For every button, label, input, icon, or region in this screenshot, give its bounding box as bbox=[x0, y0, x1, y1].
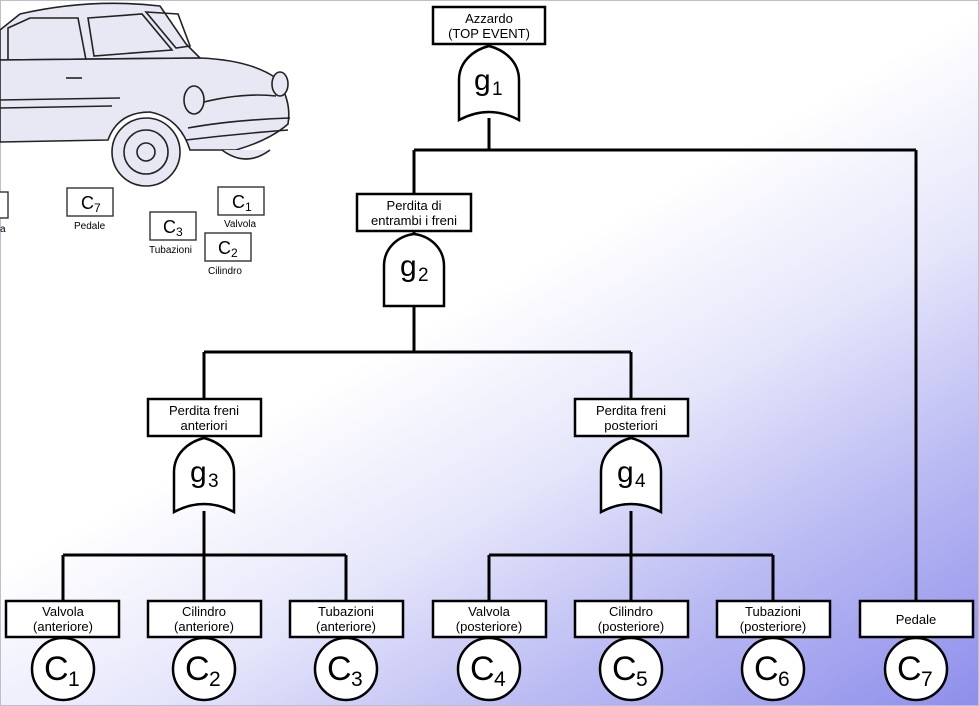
svg-text:2: 2 bbox=[231, 246, 238, 260]
svg-text:C: C bbox=[470, 650, 495, 688]
svg-text:Valvola: Valvola bbox=[468, 604, 510, 619]
svg-text:C: C bbox=[897, 650, 922, 688]
svg-text:C: C bbox=[232, 192, 245, 212]
svg-text:C: C bbox=[81, 193, 94, 213]
svg-text:Perdita di: Perdita di bbox=[387, 198, 442, 213]
svg-text:C: C bbox=[163, 217, 176, 237]
svg-text:7: 7 bbox=[921, 668, 933, 691]
svg-text:Azzardo: Azzardo bbox=[465, 11, 513, 26]
car-illustration bbox=[0, 2, 291, 187]
svg-text:a: a bbox=[0, 224, 6, 235]
basic-event-c2: Cilindro (anteriore) C 2 bbox=[146, 599, 263, 702]
svg-text:Pedale: Pedale bbox=[896, 612, 936, 627]
basic-event-c1: Valvola (anteriore) C 1 bbox=[4, 599, 121, 702]
event-both-brakes-box: Perdita di entrambi i freni bbox=[355, 192, 473, 233]
svg-text:1: 1 bbox=[245, 200, 252, 214]
svg-text:C: C bbox=[612, 650, 637, 688]
basic-event-c7: Pedale C 7 bbox=[858, 599, 975, 702]
svg-text:Valvola: Valvola bbox=[42, 604, 84, 619]
svg-text:Tubazioni: Tubazioni bbox=[318, 604, 374, 619]
svg-text:Cilindro: Cilindro bbox=[609, 604, 653, 619]
svg-text:Valvola: Valvola bbox=[224, 219, 256, 230]
svg-text:2: 2 bbox=[209, 668, 221, 691]
svg-text:g: g bbox=[474, 64, 491, 97]
svg-text:g: g bbox=[400, 250, 417, 283]
svg-text:(posteriore): (posteriore) bbox=[740, 619, 806, 634]
svg-text:(TOP EVENT): (TOP EVENT) bbox=[448, 26, 530, 41]
top-event-box: Azzardo (TOP EVENT) bbox=[431, 5, 547, 46]
svg-text:Tubazioni: Tubazioni bbox=[745, 604, 801, 619]
svg-text:anteriori: anteriori bbox=[181, 418, 228, 433]
gate-g4-or: g 4 bbox=[599, 436, 663, 515]
car-label-partial: a bbox=[0, 191, 9, 235]
event-front-brakes-box: Perdita freni anteriori bbox=[146, 397, 263, 438]
svg-text:2: 2 bbox=[418, 265, 429, 286]
svg-text:6: 6 bbox=[778, 668, 790, 691]
svg-text:(anteriore): (anteriore) bbox=[174, 619, 234, 634]
gate-g1-or: g 1 bbox=[457, 44, 521, 123]
svg-text:4: 4 bbox=[635, 471, 646, 492]
svg-text:g: g bbox=[617, 456, 634, 489]
basic-event-c5: Cilindro (posteriore) C 5 bbox=[573, 599, 690, 702]
car-label-c2: C 2 Cilindro bbox=[204, 232, 252, 277]
svg-text:7: 7 bbox=[94, 201, 101, 215]
svg-text:(anteriore): (anteriore) bbox=[316, 619, 376, 634]
svg-text:4: 4 bbox=[494, 668, 506, 691]
svg-text:(anteriore): (anteriore) bbox=[33, 619, 93, 634]
svg-text:3: 3 bbox=[351, 668, 363, 691]
svg-text:3: 3 bbox=[176, 225, 183, 239]
svg-text:Cilindro: Cilindro bbox=[182, 604, 226, 619]
svg-text:C: C bbox=[754, 650, 779, 688]
svg-text:posteriori: posteriori bbox=[604, 418, 658, 433]
svg-text:(posteriore): (posteriore) bbox=[456, 619, 522, 634]
svg-text:Cilindro: Cilindro bbox=[208, 266, 242, 277]
tree-connectors bbox=[61, 118, 918, 601]
svg-text:Tubazioni: Tubazioni bbox=[149, 245, 192, 256]
svg-text:C: C bbox=[44, 650, 69, 688]
svg-text:(posteriore): (posteriore) bbox=[598, 619, 664, 634]
svg-text:C: C bbox=[218, 238, 231, 258]
svg-text:C: C bbox=[185, 650, 210, 688]
svg-text:g: g bbox=[190, 456, 207, 489]
car-label-c1: C 1 Valvola bbox=[217, 186, 265, 230]
svg-text:Pedale: Pedale bbox=[74, 221, 106, 232]
gate-g2-and: g 2 bbox=[382, 231, 446, 308]
car-label-c3: C 3 Tubazioni bbox=[149, 211, 197, 256]
svg-text:1: 1 bbox=[492, 79, 503, 100]
svg-text:3: 3 bbox=[208, 471, 219, 492]
basic-event-c6: Tubazioni (posteriore) C 6 bbox=[715, 599, 832, 702]
gate-g3-or: g 3 bbox=[172, 436, 236, 515]
svg-text:Perdita freni: Perdita freni bbox=[169, 403, 239, 418]
basic-event-c4: Valvola (posteriore) C 4 bbox=[431, 599, 548, 702]
svg-text:1: 1 bbox=[68, 668, 80, 691]
svg-text:5: 5 bbox=[636, 668, 648, 691]
svg-text:Perdita freni: Perdita freni bbox=[596, 403, 666, 418]
car-label-c7: C 7 Pedale bbox=[66, 187, 114, 232]
svg-text:C: C bbox=[327, 650, 352, 688]
basic-event-c3: Tubazioni (anteriore) C 3 bbox=[288, 599, 405, 702]
svg-text:entrambi i freni: entrambi i freni bbox=[371, 213, 457, 228]
event-rear-brakes-box: Perdita freni posteriori bbox=[573, 397, 690, 438]
